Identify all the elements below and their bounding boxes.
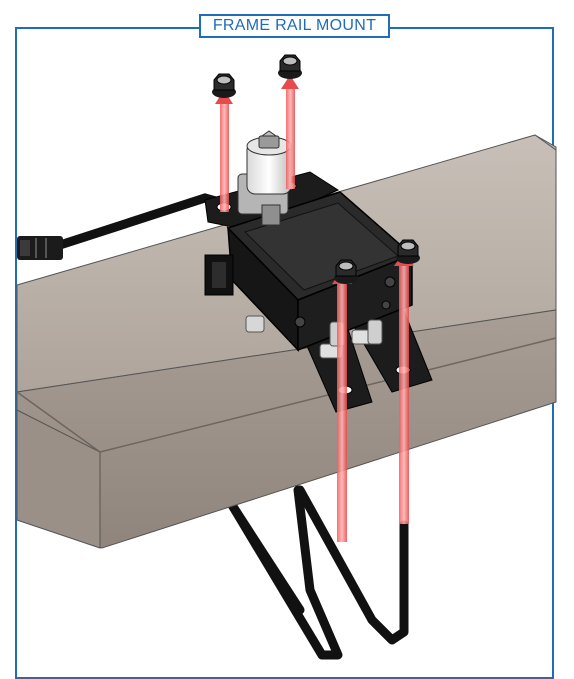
- nut-icon: [212, 73, 236, 98]
- control-module: [204, 191, 414, 352]
- lower-hose-loops: [227, 485, 409, 660]
- connector-icon: [17, 236, 63, 260]
- nut-icon: [334, 259, 358, 284]
- arrow-up-icon: [281, 75, 299, 189]
- diagram-title: FRAME RAIL MOUNT: [199, 14, 390, 38]
- nut-icon: [278, 54, 302, 79]
- solenoid-valve-icon: [237, 130, 292, 226]
- flange-nuts: [212, 54, 420, 284]
- nut-icon: [396, 239, 420, 264]
